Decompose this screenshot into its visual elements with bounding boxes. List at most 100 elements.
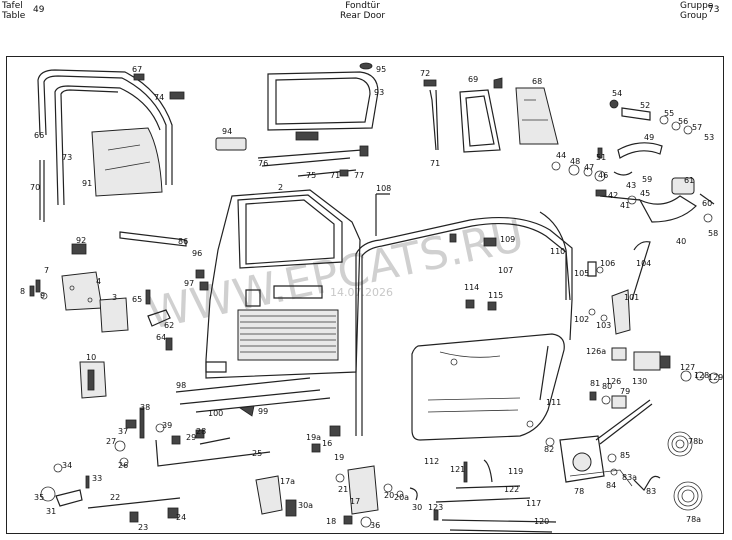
vent-window-93 [267, 71, 379, 131]
strip-108 [375, 193, 390, 236]
callout-31: 31 [46, 507, 56, 516]
callout-30: 30 [412, 503, 422, 512]
callout-114: 114 [464, 283, 479, 292]
clip-67 [133, 73, 145, 81]
parts-102-103 [588, 308, 608, 322]
callout-110: 110 [550, 247, 565, 256]
table-number: 49 [33, 5, 45, 15]
callout-49: 49 [644, 133, 654, 142]
handle-assembly [551, 99, 715, 223]
callout-26: 26 [118, 461, 128, 470]
group-number: 73 [708, 5, 720, 15]
table-label: Tafel Table [2, 1, 25, 21]
seal-110 [539, 211, 571, 301]
parts-96-97 [195, 269, 209, 291]
callout-42: 42 [608, 191, 618, 200]
callout-19: 19 [334, 453, 344, 462]
callout-54: 54 [612, 89, 622, 98]
callout-92: 92 [76, 236, 86, 245]
callout-115: 115 [488, 291, 503, 300]
callout-74: 74 [154, 93, 164, 102]
callout-34: 34 [62, 461, 72, 470]
callout-83a: 83a [622, 473, 637, 482]
callout-100: 100 [208, 409, 223, 418]
callout-56: 56 [678, 117, 688, 126]
callout-78a: 78a [686, 515, 701, 524]
callout-23: 23 [138, 523, 148, 532]
rod-assembly [114, 407, 271, 467]
callout-104: 104 [636, 259, 651, 268]
parts-79-80-81 [589, 391, 627, 409]
parts-114-115 [465, 299, 497, 311]
part-94 [215, 137, 247, 151]
callout-52: 52 [640, 101, 650, 110]
callout-97: 97 [184, 279, 194, 288]
callout-93: 93 [374, 88, 384, 97]
callout-2: 2 [278, 183, 283, 192]
group-label-en: Group [680, 11, 708, 21]
callout-58: 58 [708, 229, 718, 238]
title-de: Fondtür [345, 1, 380, 11]
quarter-glass-68 [515, 87, 559, 145]
callout-81: 81 [590, 379, 600, 388]
bracket-62 [147, 309, 171, 327]
callout-19a: 19a [306, 433, 321, 442]
trim-panel-112 [411, 333, 565, 441]
callout-76: 76 [258, 159, 268, 168]
callout-78b: 78b [688, 437, 703, 446]
callout-79: 79 [620, 387, 630, 396]
callout-62: 62 [164, 321, 174, 330]
callout-20a: 20a [394, 493, 409, 502]
callout-35: 35 [34, 493, 44, 502]
group-label: Gruppe Group [680, 1, 713, 21]
callout-64: 64 [156, 333, 166, 342]
quarter-window-69 [459, 77, 503, 153]
callout-96: 96 [192, 249, 202, 258]
callout-25: 25 [252, 449, 262, 458]
callout-109: 109 [500, 235, 515, 244]
window-frame-66 [37, 69, 173, 206]
part-77 [339, 145, 369, 177]
callout-84: 84 [606, 481, 616, 490]
callout-8: 8 [20, 287, 25, 296]
callout-53: 53 [704, 133, 714, 142]
callout-45: 45 [640, 189, 650, 198]
callout-18: 18 [326, 517, 336, 526]
group-label-de: Gruppe [680, 1, 714, 11]
rail-86 [119, 231, 187, 247]
callout-99: 99 [258, 407, 268, 416]
strip-71-72 [423, 79, 439, 151]
callout-130: 130 [632, 377, 647, 386]
callout-22: 22 [110, 493, 120, 502]
callout-66: 66 [34, 131, 44, 140]
rails-98-100 [175, 377, 331, 413]
callout-105: 105 [574, 269, 589, 278]
springs-78b-78a [667, 431, 703, 511]
callout-7: 7 [44, 266, 49, 275]
hinge-10 [79, 361, 107, 399]
callout-119: 119 [508, 467, 523, 476]
callout-126: 126 [606, 377, 621, 386]
callout-4: 4 [96, 277, 101, 286]
screws-7-8-9 [29, 279, 48, 300]
callout-101: 101 [624, 293, 639, 302]
callout-28: 28 [196, 427, 206, 436]
callout-69: 69 [468, 75, 478, 84]
callout-106: 106 [600, 259, 615, 268]
page-title: Fondtür Rear Door [340, 1, 385, 21]
callout-86: 86 [178, 237, 188, 246]
callout-55: 55 [664, 109, 674, 118]
callout-82: 82 [544, 445, 554, 454]
part-95 [359, 62, 373, 70]
callout-3: 3 [112, 293, 117, 302]
callout-91: 91 [82, 179, 92, 188]
bracket-101 [611, 289, 631, 335]
callout-37: 37 [118, 427, 128, 436]
callout-68: 68 [532, 77, 542, 86]
clip-109 [449, 233, 497, 247]
callout-38: 38 [140, 403, 150, 412]
callout-33: 33 [92, 474, 102, 483]
callout-67: 67 [132, 65, 142, 74]
door-seal-107 [355, 216, 573, 436]
